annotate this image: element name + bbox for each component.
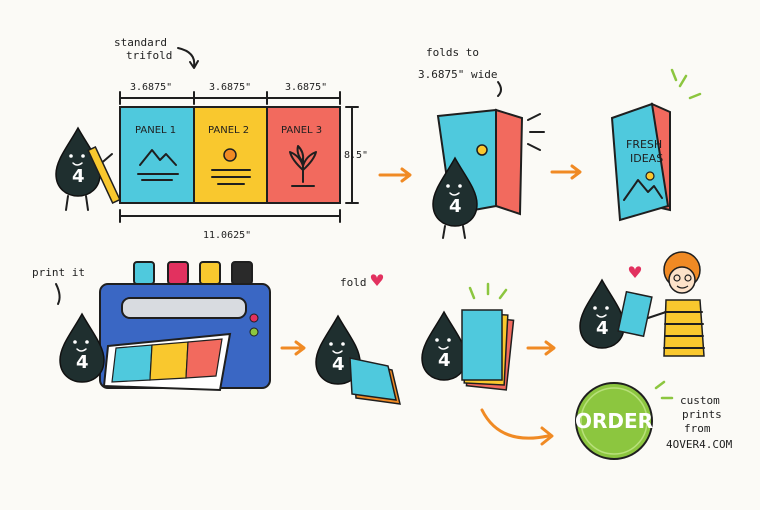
mascot-fold: 4 bbox=[315, 315, 361, 385]
handed-brochure bbox=[617, 290, 653, 338]
back-panel bbox=[495, 108, 524, 216]
order-arrow bbox=[480, 408, 550, 440]
height-label: 8.5" bbox=[344, 150, 368, 161]
press-roller bbox=[121, 297, 247, 319]
shirt-stripes bbox=[663, 311, 705, 349]
trifold-step: standard trifold 3.6875" 3.6875" 3.6875"… bbox=[55, 36, 368, 241]
mascot-printing: 4 bbox=[59, 313, 105, 383]
customer-face bbox=[668, 266, 696, 294]
delivery-step: 4 bbox=[579, 251, 705, 357]
brochure-cover bbox=[610, 102, 670, 222]
stack-front bbox=[461, 309, 503, 381]
ink-magenta bbox=[167, 261, 189, 285]
printing-step: print it 4 bbox=[32, 261, 271, 392]
press-button-red bbox=[249, 313, 259, 323]
print-it-label: print it bbox=[32, 266, 85, 279]
mascot-number-2: 4 bbox=[449, 196, 462, 217]
order-sparkles bbox=[654, 380, 674, 400]
text-lines-icon bbox=[211, 169, 251, 185]
folds-to-line1: folds to bbox=[426, 46, 479, 59]
panel-width-2: 3.6875" bbox=[209, 82, 251, 93]
height-dimension-line bbox=[345, 106, 359, 204]
folded-sheet-front bbox=[349, 357, 397, 401]
cover-sun-icon bbox=[476, 144, 488, 156]
bottom-dimension-line bbox=[119, 209, 341, 223]
cover-sun bbox=[645, 171, 655, 181]
stack-sparkles bbox=[468, 282, 508, 300]
panel-width-3: 3.6875" bbox=[285, 82, 327, 93]
panel-width-1: 3.6875" bbox=[130, 82, 172, 93]
custom-label-3: from bbox=[684, 422, 711, 435]
flow-arrow-1-head bbox=[400, 167, 412, 183]
folding-step: folds to 3.6875" wide 4 bbox=[418, 46, 545, 239]
mountain-icon bbox=[137, 149, 179, 181]
mascot-folding: 4 bbox=[432, 157, 478, 239]
cover-title-line2: IDEAS bbox=[630, 152, 663, 165]
mascot-delivering: 4 bbox=[579, 279, 625, 349]
sun-icon bbox=[223, 148, 237, 162]
heart-icon-2 bbox=[628, 266, 642, 278]
sparkle-lines bbox=[527, 113, 545, 151]
order-button-label[interactable]: ORDER bbox=[575, 409, 653, 433]
total-width-label: 11.0625" bbox=[203, 230, 251, 241]
pointer-arrow bbox=[177, 47, 196, 67]
fold-label: fold bbox=[340, 276, 367, 289]
plant-icon bbox=[289, 145, 317, 183]
shine-lines bbox=[670, 68, 702, 100]
folds-arrow bbox=[497, 81, 502, 97]
custom-label-2: prints bbox=[682, 408, 722, 421]
mascot-number-5: 4 bbox=[438, 350, 451, 371]
ink-cyan bbox=[133, 261, 155, 285]
flow-arrow-3-head bbox=[294, 340, 306, 356]
cover-mountain-icon bbox=[623, 179, 663, 201]
panel-3-title: PANEL 3 bbox=[281, 125, 322, 136]
mascot-number-6: 4 bbox=[596, 318, 609, 339]
print-arrow bbox=[55, 283, 61, 305]
ruler-icon bbox=[87, 146, 121, 204]
customer-shirt bbox=[663, 299, 705, 357]
standard-label-line2: trifold bbox=[126, 49, 172, 62]
ink-black bbox=[231, 261, 253, 285]
mascot-number-4: 4 bbox=[332, 354, 345, 375]
custom-label-1: custom bbox=[680, 394, 720, 407]
press-button-green bbox=[249, 327, 259, 337]
order-button[interactable]: ORDER bbox=[575, 382, 653, 460]
flow-arrow-2-head bbox=[570, 164, 582, 180]
panel-1-title: PANEL 1 bbox=[135, 125, 176, 136]
standard-label-line1: standard bbox=[114, 36, 167, 49]
folds-to-line2: 3.6875" wide bbox=[418, 68, 497, 81]
arrow-head bbox=[189, 60, 199, 69]
finished-brochure: FRESH IDEAS bbox=[610, 68, 702, 222]
mascot-number: 4 bbox=[72, 166, 85, 187]
ink-yellow bbox=[199, 261, 221, 285]
custom-label-4[interactable]: 4OVER4.COM bbox=[666, 438, 733, 451]
panel-2-title: PANEL 2 bbox=[208, 125, 249, 136]
top-dimension-line bbox=[119, 91, 341, 105]
order-arrow-head bbox=[540, 426, 554, 446]
customer-arm bbox=[647, 311, 667, 319]
heart-icon bbox=[370, 274, 384, 286]
mascot-number-3: 4 bbox=[76, 352, 89, 373]
flow-arrow-4-head bbox=[544, 340, 556, 356]
fold-stack-step: fold 4 4 bbox=[315, 274, 515, 405]
cover-title-line1: FRESH bbox=[626, 138, 662, 151]
mascot-stacking: 4 bbox=[421, 311, 467, 381]
